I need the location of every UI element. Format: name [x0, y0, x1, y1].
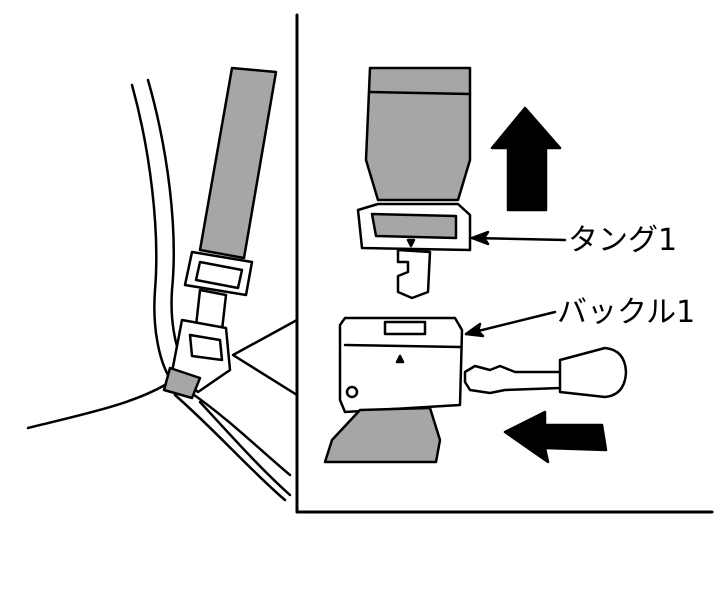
up-arrow [490, 106, 562, 212]
detail-tongue [356, 202, 472, 300]
buckle-label: バックル1 [557, 295, 696, 330]
tongue-leader [470, 230, 567, 246]
tongue-label: タング1 [568, 223, 678, 258]
detail-belt-strap [364, 66, 472, 202]
buckle-leader [464, 310, 557, 338]
overview-belt-strap [198, 66, 278, 260]
overview-buckle [162, 318, 232, 400]
detail-buckle [338, 316, 464, 414]
left-arrow [503, 410, 608, 464]
overview-tongue [183, 250, 254, 332]
seat-outline [26, 78, 292, 502]
inset-frame [295, 13, 714, 514]
detail-buckle-strap [323, 406, 442, 464]
key [463, 346, 628, 399]
callout-lines [231, 318, 299, 397]
